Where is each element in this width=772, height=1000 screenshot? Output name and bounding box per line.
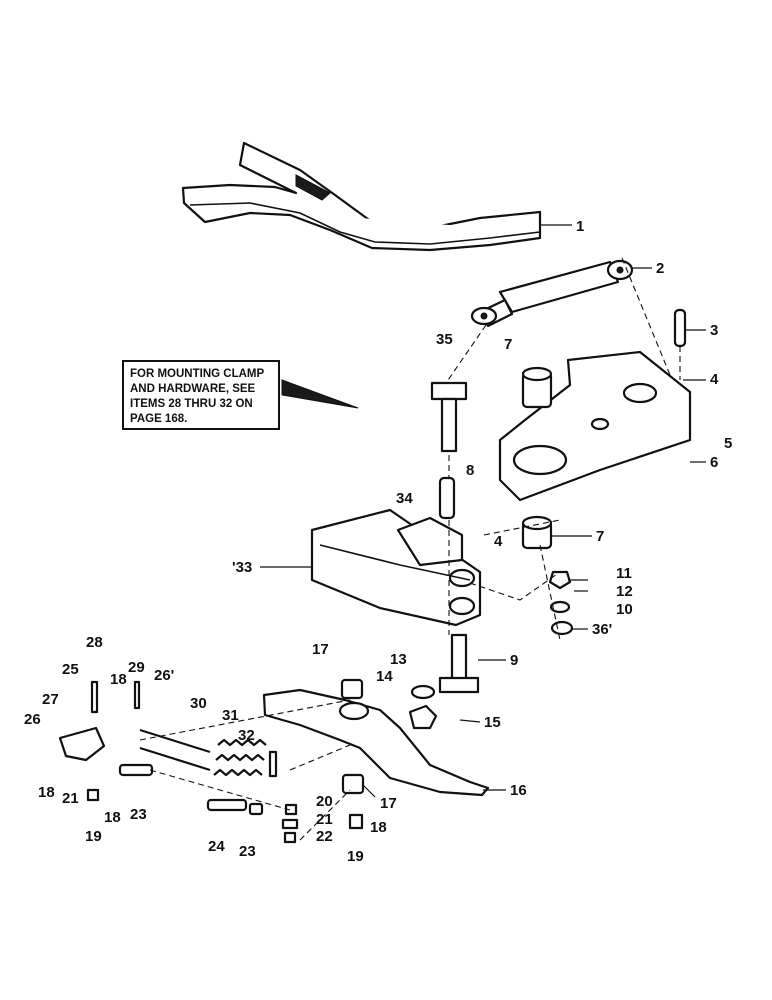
part-30-rods bbox=[139, 728, 211, 772]
part-17-bushing-upper bbox=[340, 678, 364, 700]
callout-7: 7 bbox=[504, 336, 512, 353]
callout-31: 31 bbox=[222, 707, 239, 724]
callout-32: 32 bbox=[238, 727, 255, 744]
callout-18a: 18 bbox=[110, 671, 127, 688]
callout-2: 2 bbox=[656, 260, 664, 277]
callout-16: 16 bbox=[510, 782, 527, 799]
callout-18c: 18 bbox=[104, 809, 121, 826]
callout-34: 34 bbox=[396, 490, 413, 507]
callout-17a: 17 bbox=[312, 641, 329, 658]
callout-8: 8 bbox=[466, 462, 474, 479]
part-35-king-pin bbox=[430, 381, 468, 453]
part-31-springs bbox=[213, 738, 267, 777]
callout-33: '33 bbox=[232, 559, 252, 576]
part-29-bolt bbox=[133, 680, 141, 710]
note-line-2: AND HARDWARE, SEE bbox=[130, 383, 256, 395]
assembly-lines bbox=[139, 257, 681, 841]
callouts: 1 2 3 4 5 6 7 35 8 34 4 7 '33 11 12 10 3… bbox=[24, 218, 732, 865]
callout-6: 6 bbox=[710, 454, 718, 471]
part-7-bushing-lower bbox=[521, 515, 553, 550]
callout-14: 14 bbox=[376, 668, 393, 685]
callout-10: 10 bbox=[616, 601, 633, 618]
callout-30: 30 bbox=[190, 695, 207, 712]
callout-22: 22 bbox=[316, 828, 333, 845]
part-22-nut bbox=[283, 831, 297, 844]
part-6-swing-bracket bbox=[498, 350, 692, 502]
callout-13: 13 bbox=[390, 651, 407, 668]
callout-26a: 26 bbox=[24, 711, 41, 728]
part-36-washer bbox=[550, 620, 574, 636]
callout-28: 28 bbox=[86, 634, 103, 651]
part-3-pin bbox=[673, 308, 687, 348]
callout-18d: 18 bbox=[370, 819, 387, 836]
part-21-block bbox=[281, 818, 299, 830]
callout-25: 25 bbox=[62, 661, 79, 678]
callout-19b: 19 bbox=[347, 848, 364, 865]
callout-36: 36' bbox=[592, 621, 612, 638]
callout-35: 35 bbox=[436, 331, 453, 348]
part-18-nut-right bbox=[348, 813, 364, 830]
callout-23a: 23 bbox=[130, 806, 147, 823]
callout-9: 9 bbox=[510, 652, 518, 669]
callout-5: 5 bbox=[724, 435, 732, 452]
part-9-lower-pin bbox=[438, 633, 480, 694]
callout-26b: 26' bbox=[154, 667, 174, 684]
part-13-washer bbox=[410, 684, 436, 700]
part-16-lower-arm bbox=[262, 688, 490, 797]
callout-23b: 23 bbox=[239, 843, 256, 860]
part-23-chain-links-left bbox=[118, 763, 154, 777]
part-11-nut bbox=[548, 570, 572, 590]
callout-24: 24 bbox=[208, 838, 225, 855]
note-line-3: ITEMS 28 THRU 32 ON bbox=[130, 398, 253, 410]
callout-4: 4 bbox=[710, 371, 719, 388]
part-32-bolt bbox=[268, 750, 278, 778]
callout-20: 20 bbox=[316, 793, 333, 810]
note-leader-arrow bbox=[281, 379, 359, 409]
part-24-chain-links bbox=[206, 798, 248, 812]
callout-29: 29 bbox=[128, 659, 145, 676]
callout-27: 27 bbox=[42, 691, 59, 708]
part-7-bushing-upper bbox=[521, 366, 553, 409]
callout-21b: 21 bbox=[316, 811, 333, 828]
part-34-sleeve bbox=[438, 476, 456, 520]
part-1-frame-arm bbox=[181, 141, 542, 252]
callout-15: 15 bbox=[484, 714, 501, 731]
part-28-bolt bbox=[90, 680, 99, 714]
part-10-washer bbox=[549, 600, 571, 614]
callout-12: 12 bbox=[616, 583, 633, 600]
note-line-4: PAGE 168. bbox=[130, 413, 188, 425]
callout-7b: 7 bbox=[596, 528, 604, 545]
mounting-clamp-note: FOR MOUNTING CLAMP AND HARDWARE, SEE ITE… bbox=[122, 360, 280, 430]
callout-4b: 4 bbox=[494, 533, 503, 550]
part-19-nut-left bbox=[86, 788, 100, 802]
callout-leaders bbox=[260, 224, 706, 798]
callout-19a: 19 bbox=[85, 828, 102, 845]
callout-21a: 21 bbox=[62, 790, 79, 807]
part-17-bushing-lower bbox=[341, 773, 365, 795]
part-2-hydraulic-cylinder bbox=[470, 259, 634, 328]
callout-17b: 17 bbox=[380, 795, 397, 812]
note-line-1: FOR MOUNTING CLAMP bbox=[130, 368, 265, 380]
part-23-chain-links-right bbox=[248, 802, 264, 816]
callout-1: 1 bbox=[576, 218, 584, 235]
callout-3: 3 bbox=[710, 322, 718, 339]
part-20-nut bbox=[284, 803, 298, 816]
part-14-castle-nut bbox=[408, 704, 438, 730]
part-33-main-bracket bbox=[310, 508, 482, 627]
callout-11: 11 bbox=[616, 565, 632, 582]
part-25-clamp-body bbox=[58, 726, 106, 762]
callout-18b: 18 bbox=[38, 784, 55, 801]
